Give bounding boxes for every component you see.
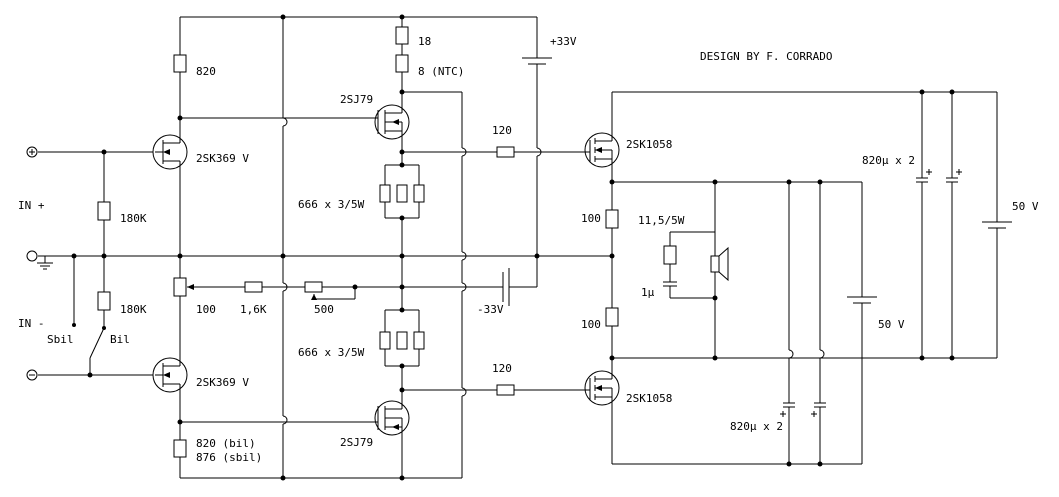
resistor-820-top	[173, 54, 187, 73]
jfet-2sj79-bottom	[374, 400, 410, 436]
resistor-8-ntc	[395, 54, 409, 73]
resistor-100-out-top	[605, 209, 619, 229]
input-terminals	[26, 146, 38, 381]
resistor-666-a	[379, 184, 391, 203]
label-vplus33: +33V	[550, 35, 577, 48]
label-q-in-bottom: 2SK369 V	[196, 376, 249, 389]
speaker-icon	[710, 246, 729, 282]
label-cap-top: 820µ x 2	[862, 154, 915, 167]
label-zobel-c: 1µ	[641, 286, 655, 299]
label-r1k6: 1,6K	[240, 303, 267, 316]
label-q-in-top: 2SK369 V	[196, 152, 249, 165]
label-r120-bottom: 120	[492, 362, 512, 375]
label-v50-bottom: 50 V	[878, 318, 905, 331]
trimmer-100	[173, 277, 187, 297]
resistor-666-e	[396, 331, 408, 350]
input-stage-wires	[37, 16, 612, 479]
resistor-666-f	[413, 331, 425, 350]
label-r8-ntc: 8 (NTC)	[418, 65, 464, 78]
resistor-666-c	[413, 184, 425, 203]
resistor-18	[395, 26, 409, 45]
label-vminus33: -33V	[477, 303, 504, 316]
label-r100-out-bottom: 100	[581, 318, 601, 331]
jfet-2sk369-top	[152, 134, 188, 170]
jfet-2sk369-bottom	[152, 357, 188, 393]
label-r876-sbil: 876 (sbil)	[196, 451, 262, 464]
mosfet-2sk1058-top	[583, 130, 620, 168]
resistor-120-bottom	[496, 384, 515, 396]
mosfet-2sk1058-bottom	[583, 370, 620, 406]
potentiometer-500	[304, 281, 323, 293]
label-2sj79-bottom: 2SJ79	[340, 436, 373, 449]
resistor-666-d	[379, 331, 391, 350]
jfet-2sj79-top	[374, 104, 410, 140]
design-credit: DESIGN BY F. CORRADO	[700, 50, 832, 63]
label-r100-out-top: 100	[581, 212, 601, 225]
driver-stage-wires	[384, 17, 583, 478]
label-r180k-bottom: 180K	[120, 303, 147, 316]
junction-dots	[71, 14, 955, 481]
label-r500: 500	[314, 303, 334, 316]
resistor-1k6	[244, 281, 263, 293]
label-v50-top: 50 V	[1012, 200, 1039, 213]
resistor-180k-bottom	[97, 291, 111, 311]
label-zobel-r: 11,5/5W	[638, 214, 685, 227]
label-r120-top: 120	[492, 124, 512, 137]
label-in-minus: IN -	[18, 317, 45, 330]
label-cap-bottom: 820µ x 2	[730, 420, 783, 433]
label-r820-top: 820	[196, 65, 216, 78]
label-r666-top: 666 x 3/5W	[298, 198, 365, 211]
resistor-100-out-bottom	[605, 307, 619, 327]
resistor-180k-top	[97, 201, 111, 221]
label-trimmer-100: 100	[196, 303, 216, 316]
label-r180k-top: 180K	[120, 212, 147, 225]
label-2sk1058-top: 2SK1058	[626, 138, 672, 151]
label-bil: Bil	[110, 333, 130, 346]
component-labels: DESIGN BY F. CORRADO 820 2SK369 V 2SK369…	[18, 35, 1039, 464]
resistor-820-bil	[173, 439, 187, 458]
zobel-resistor	[663, 245, 677, 265]
label-sbil: Sbil	[47, 333, 74, 346]
ground-terminal-icon	[26, 250, 38, 262]
resistor-120-top	[496, 146, 515, 158]
resistor-666-b	[396, 184, 408, 203]
resistors	[97, 26, 677, 458]
label-2sj79-top: 2SJ79	[340, 93, 373, 106]
label-r820-bil: 820 (bil)	[196, 437, 256, 450]
label-r18: 18	[418, 35, 431, 48]
label-2sk1058-bottom: 2SK1058	[626, 392, 672, 405]
transistors	[152, 104, 620, 436]
label-in-plus: IN +	[18, 199, 45, 212]
label-r666-bottom: 666 x 3/5W	[298, 346, 365, 359]
